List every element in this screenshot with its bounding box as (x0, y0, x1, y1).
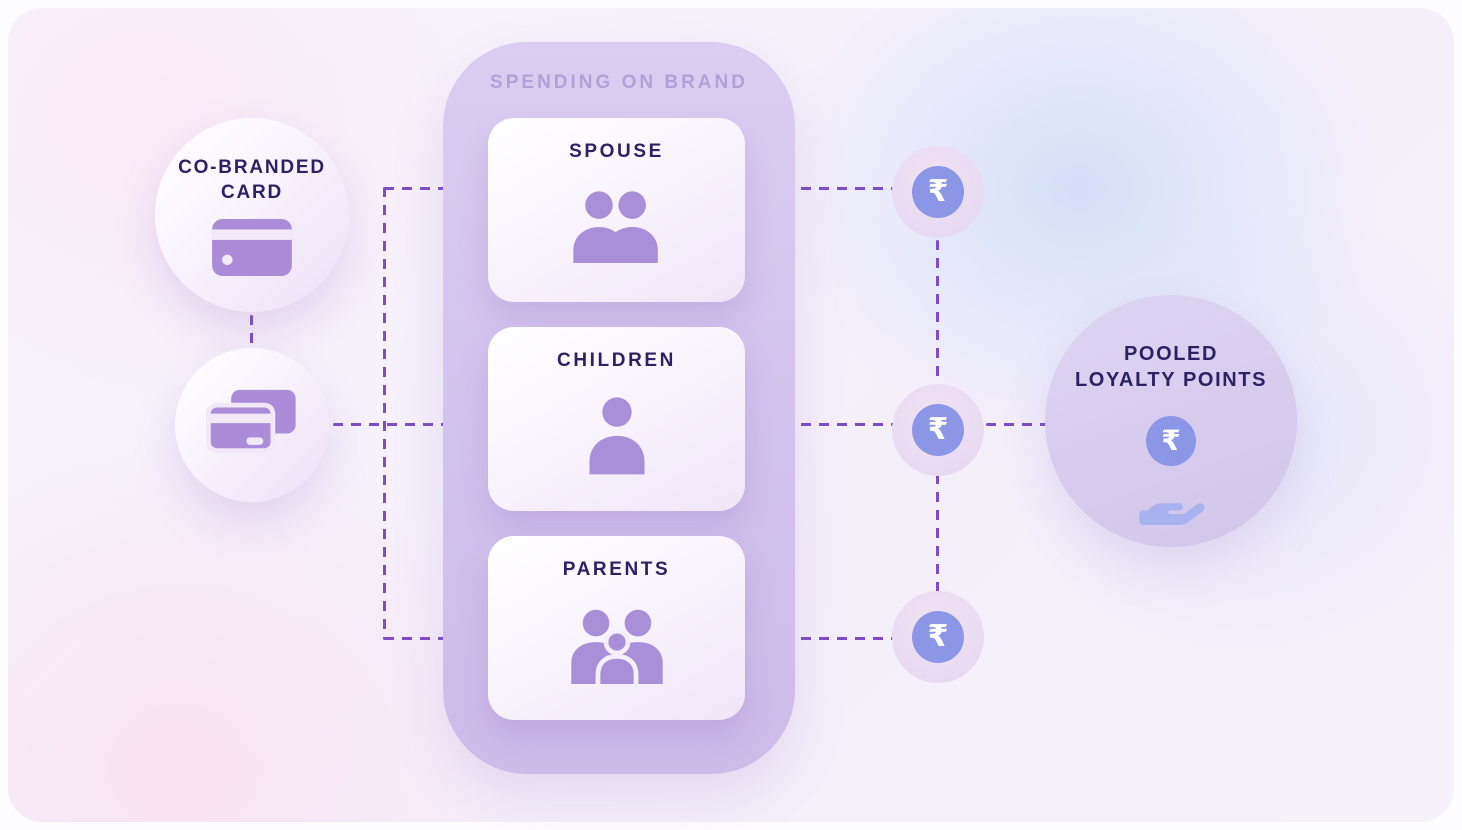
parents-family-icon (570, 609, 663, 684)
rupee-coin-icon: ₹ (912, 166, 964, 218)
credit-card-icon (212, 218, 292, 276)
pooled-loyalty-points-node: POOLED LOYALTY POINTS ₹ (1045, 295, 1297, 547)
children-label: CHILDREN (557, 350, 676, 371)
rupee-symbol: ₹ (927, 619, 949, 654)
rupee-coin-icon: ₹ (1146, 416, 1196, 466)
parents-label: PARENTS (562, 559, 671, 580)
rupee-symbol: ₹ (1161, 424, 1181, 457)
spending-on-brand-title: SPENDING ON BRAND (490, 72, 748, 93)
rupee-point-badge: ₹ (892, 384, 984, 476)
rupee-point-badge: ₹ (892, 146, 984, 238)
connector-children-to-points (747, 423, 895, 426)
connector-to-spouse (384, 187, 488, 190)
connector-to-children (333, 423, 488, 426)
connector-left-trunk (383, 187, 386, 640)
connector-circle-to-circle (250, 315, 253, 348)
parents-card: PARENTS (488, 536, 745, 720)
spouse-couple-icon (572, 190, 658, 263)
rupee-coin-icon: ₹ (912, 611, 964, 663)
credit-cards-icon (206, 389, 296, 453)
connector-parents-to-points (747, 637, 895, 640)
spouse-card: SPOUSE (488, 118, 745, 302)
rupee-point-badge: ₹ (892, 591, 984, 683)
stacked-cards-node (175, 348, 329, 502)
pooled-loyalty-points-title: POOLED LOYALTY POINTS (1074, 343, 1268, 391)
co-branded-card-node: CO-BRANDED CARD (155, 118, 349, 312)
co-branded-card-label: CO-BRANDED CARD (178, 156, 326, 203)
connector-to-pooled (986, 423, 1046, 426)
connector-to-parents (384, 637, 488, 640)
hand-holding-coin-icon (1139, 503, 1205, 525)
connector-spouse-to-points (747, 187, 895, 190)
children-card: CHILDREN (488, 327, 745, 511)
spouse-label: SPOUSE (569, 141, 664, 162)
child-person-icon (589, 396, 644, 474)
rupee-coin-icon: ₹ (912, 404, 964, 456)
rupee-symbol: ₹ (927, 412, 949, 447)
rupee-symbol: ₹ (927, 174, 949, 209)
